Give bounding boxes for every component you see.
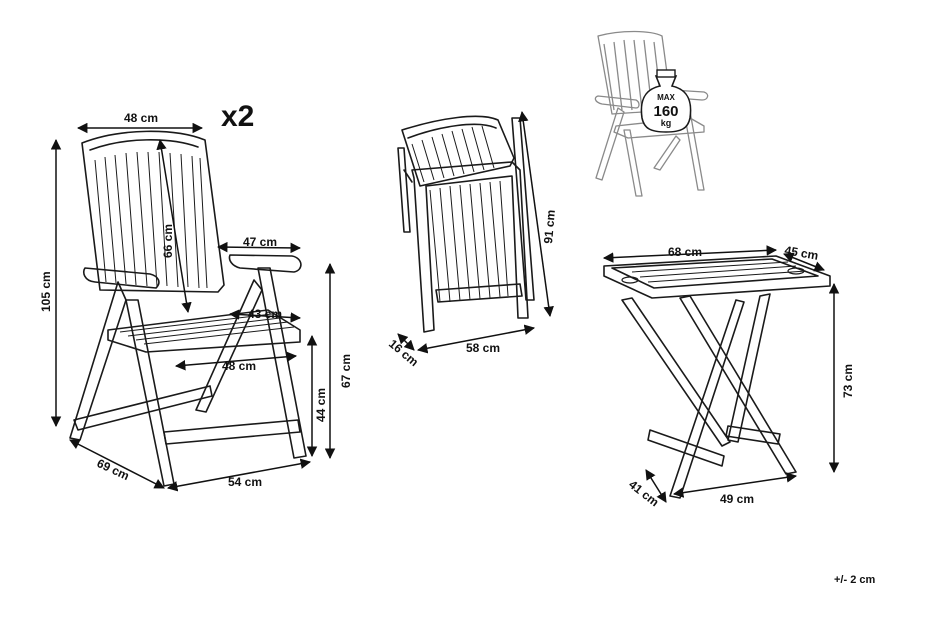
- folded-chair-dimension-lines: [397, 110, 554, 354]
- load-badge-max: MAX: [657, 93, 675, 102]
- table-width-label: 45 cm: [783, 243, 819, 263]
- chair-seat-height-label: 44 cm: [314, 388, 328, 422]
- chair-armrest-length-label: 47 cm: [243, 235, 277, 249]
- folded-chair-drawing: [397, 115, 535, 333]
- folded-chair-depth-label: 16 cm: [386, 337, 421, 370]
- table-height-label: 73 cm: [841, 364, 855, 398]
- folded-chair-width-label: 58 cm: [466, 341, 500, 355]
- chair-depth-label: 69 cm: [95, 456, 132, 483]
- tolerance-note: +/- 2 cm: [834, 574, 875, 586]
- chair-seat-depth-label: 43 cm: [248, 307, 282, 321]
- load-badge-unit: kg: [661, 118, 672, 128]
- folded-chair-height-label: 91 cm: [541, 209, 558, 244]
- tray-table-drawing: [603, 255, 831, 499]
- table-base-width-label: 49 cm: [720, 492, 754, 506]
- tray-table-dimension-lines: [602, 245, 840, 503]
- chair-dimension-lines: [50, 122, 336, 492]
- set-quantity-label: x2: [221, 100, 254, 133]
- chair-width-top-label: 48 cm: [124, 111, 158, 125]
- chair-seat-width-label: 48 cm: [222, 359, 256, 373]
- chair-backrest-height-label: 66 cm: [161, 224, 175, 258]
- chair-base-width-label: 54 cm: [228, 475, 262, 489]
- chair-arm-height-label: 67 cm: [339, 354, 353, 388]
- table-base-depth-label: 41 cm: [626, 477, 661, 509]
- load-badge-value: 160: [653, 103, 678, 120]
- table-length-label: 68 cm: [668, 245, 702, 259]
- weight-bag-icon: [640, 69, 692, 133]
- chair-total-height-label: 105 cm: [39, 271, 53, 312]
